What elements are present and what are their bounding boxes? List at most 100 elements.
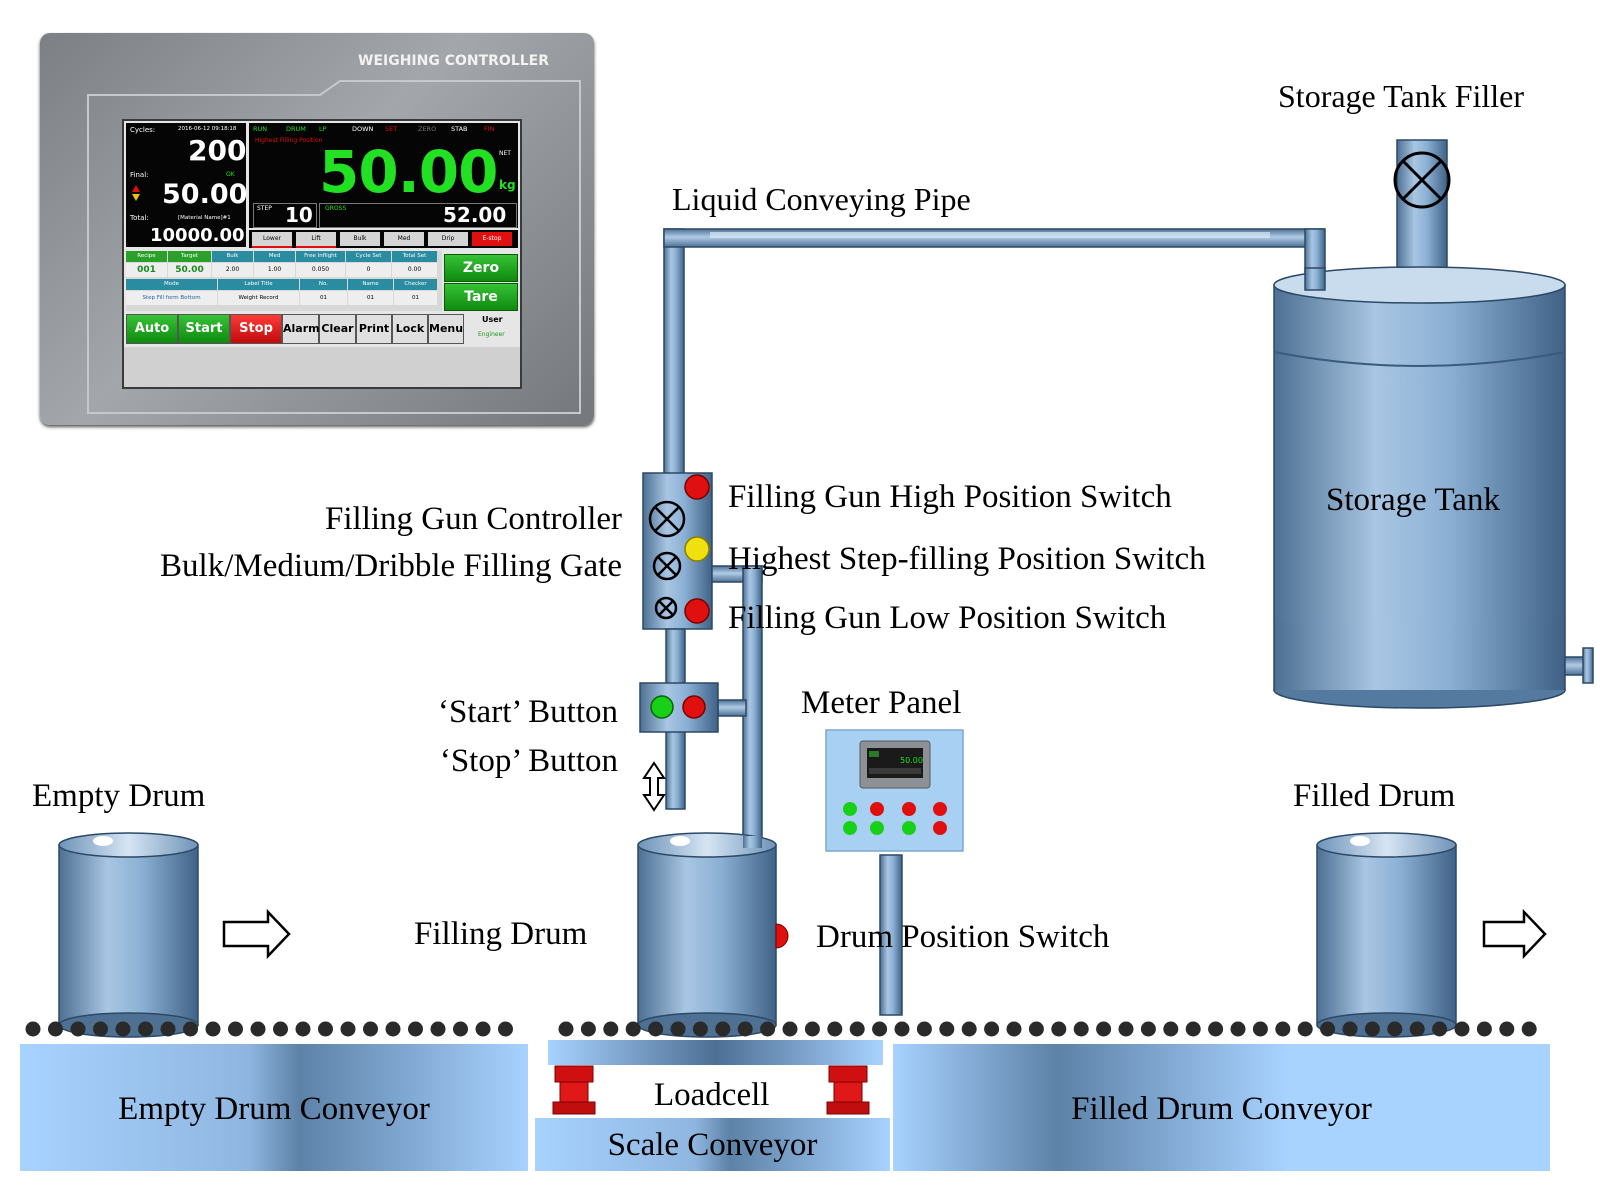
roller xyxy=(205,1021,221,1037)
table-header-cell: Name xyxy=(348,279,393,290)
status-flag: LP xyxy=(319,125,327,133)
hmi-button-menu[interactable]: Menu xyxy=(428,314,464,344)
start-button-label: ‘Start’ Button xyxy=(438,694,618,730)
step-value: 10 xyxy=(285,203,313,227)
roller xyxy=(1297,1021,1313,1037)
roller xyxy=(138,1021,153,1037)
roller xyxy=(1208,1021,1224,1037)
roller xyxy=(894,1021,910,1037)
table-header-cell: Total Set xyxy=(392,251,437,262)
table-header-cell: Target xyxy=(168,251,211,262)
roller xyxy=(1275,1021,1291,1037)
gate-button[interactable]: Med xyxy=(384,232,424,246)
gate-valve-medium-icon xyxy=(652,551,682,581)
weight-value: 50.00 xyxy=(319,138,498,206)
table-header-cell: No. xyxy=(300,279,347,290)
meter-panel-lights xyxy=(843,802,947,835)
roller xyxy=(25,1021,41,1037)
roller xyxy=(498,1021,513,1037)
hmi-button-print[interactable]: Print xyxy=(356,314,392,344)
filled-drum xyxy=(1316,832,1457,1038)
final-label: Final: xyxy=(130,171,149,179)
material-name: [Material Name]#1 xyxy=(178,215,231,221)
roller xyxy=(1028,1021,1044,1037)
roller xyxy=(1364,1021,1380,1037)
high-position-switch xyxy=(684,474,710,500)
filled-drum-label: Filled Drum xyxy=(1293,778,1456,814)
filling-drum-label: Filling Drum xyxy=(414,916,588,952)
roller xyxy=(782,1021,798,1037)
filled-conveyor-label: Filled Drum Conveyor xyxy=(1071,1091,1372,1127)
gate-button[interactable]: Lift xyxy=(296,232,336,248)
roller xyxy=(715,1021,731,1037)
stop-button[interactable] xyxy=(682,695,706,719)
roller xyxy=(318,1021,333,1037)
gate-valve-large-icon xyxy=(648,500,686,538)
total-value: 10000.00 xyxy=(150,225,245,246)
roller xyxy=(475,1021,491,1037)
hmi-button-auto[interactable]: Auto xyxy=(126,314,178,344)
hmi-button-lock[interactable]: Lock xyxy=(392,314,428,344)
total-label: Total: xyxy=(130,214,149,222)
screen-footer xyxy=(124,347,520,387)
status-flag: SET xyxy=(385,125,398,133)
table-value-cell: 2.00 xyxy=(212,263,253,277)
final-status: OK xyxy=(226,171,235,178)
filling-drum xyxy=(637,832,777,1038)
table-value-cell: 0.050 xyxy=(296,263,345,277)
roller xyxy=(1499,1021,1515,1037)
roller xyxy=(984,1021,1000,1037)
gun-guide-column xyxy=(711,565,763,847)
roller xyxy=(1432,1021,1448,1037)
status-flag: STAB xyxy=(451,125,468,133)
hmi-button-start[interactable]: Start xyxy=(178,314,230,344)
start-button[interactable] xyxy=(650,695,674,719)
gate-button[interactable]: Bulk xyxy=(340,232,380,246)
stop-button-label: ‘Stop’ Button xyxy=(439,743,618,779)
step-label: STEP xyxy=(257,205,272,212)
roller xyxy=(385,1021,401,1037)
roller xyxy=(340,1021,356,1037)
gate-button[interactable]: E-stop xyxy=(472,232,512,246)
scale-conveyor-label: Scale Conveyor xyxy=(607,1127,818,1163)
table-header-cell: Checker xyxy=(394,279,437,290)
roller xyxy=(760,1021,776,1037)
gross-label: GROSS xyxy=(325,205,347,212)
status-flag: RUN xyxy=(253,125,268,133)
table-value-cell: 0 xyxy=(346,263,391,277)
roller xyxy=(408,1021,423,1037)
meter-panel: 50.00 xyxy=(825,729,964,1016)
drum-position-switch-label: Drum Position Switch xyxy=(816,919,1110,955)
cycles-panel: Cycles: 2016-06-12 09:18:18 200 Final: O… xyxy=(126,123,247,247)
hmi-button-clear[interactable]: Clear xyxy=(319,314,356,344)
zero-button[interactable]: Zero xyxy=(444,254,518,282)
storage-tank-filler-label: Storage Tank Filler xyxy=(1278,78,1525,114)
roller xyxy=(1230,1021,1246,1037)
roller xyxy=(580,1021,596,1037)
roller xyxy=(70,1021,86,1037)
hmi-button-alarm[interactable]: Alarm xyxy=(282,314,320,344)
unit-label: kg xyxy=(499,178,516,192)
roller xyxy=(160,1021,176,1037)
filling-gun-controller-label: Filling Gun Controller xyxy=(325,501,622,537)
step-box xyxy=(253,203,317,228)
roller xyxy=(1476,1021,1492,1037)
loadcell-right-icon xyxy=(826,1065,870,1115)
controller-bezel xyxy=(87,80,581,414)
up-down-arrow-icon xyxy=(642,761,666,812)
arrow-right-icon xyxy=(1482,908,1547,960)
empty-drum-conveyor xyxy=(20,1044,528,1171)
hmi-button-stop[interactable]: Stop xyxy=(230,314,282,344)
high-switch-label: Filling Gun High Position Switch xyxy=(728,479,1172,515)
table-value-cell: 50.00 xyxy=(168,263,211,277)
tare-button[interactable]: Tare xyxy=(444,283,518,311)
gate-button[interactable]: Drip xyxy=(428,232,468,246)
roller xyxy=(1409,1021,1425,1037)
gate-button[interactable]: Lower xyxy=(252,232,292,248)
table-header-cell: Label Title xyxy=(218,279,299,290)
table-value-cell: 01 xyxy=(394,291,437,305)
low-switch-label: Filling Gun Low Position Switch xyxy=(728,600,1167,636)
roller xyxy=(939,1021,955,1037)
